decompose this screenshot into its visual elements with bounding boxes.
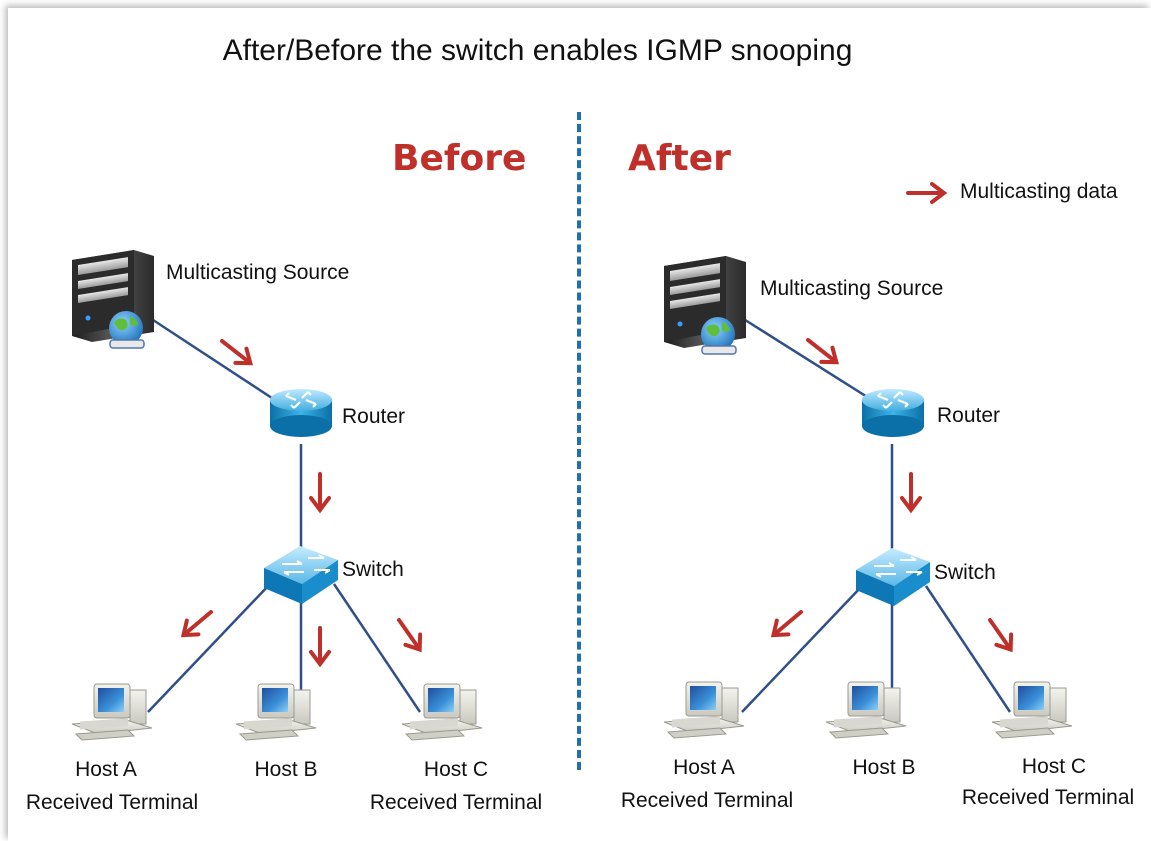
before-host-b-name: Host B xyxy=(254,758,318,781)
after-arrow-router-to-switch xyxy=(900,472,922,512)
before-router-icon xyxy=(268,387,334,439)
after-router-icon xyxy=(860,387,926,439)
before-arrow-to-host-c xyxy=(389,612,430,657)
before-heading: Before xyxy=(392,138,527,179)
before-arrow-to-host-b xyxy=(309,626,331,666)
before-host-c-computer-icon xyxy=(401,683,483,741)
after-arrow-to-host-c xyxy=(980,612,1021,657)
before-host-a-computer-icon xyxy=(71,683,153,741)
after-arrow-source-to-router xyxy=(800,330,844,372)
after-host-a-role: Received Terminal xyxy=(620,789,794,812)
section-divider xyxy=(577,112,581,770)
after-host-c-name: Host C xyxy=(1021,755,1087,778)
legend-label: Multicasting data xyxy=(960,180,1118,203)
before-multicast-source-server-icon xyxy=(71,249,155,349)
before-links xyxy=(147,316,422,713)
before-arrow-to-host-a xyxy=(175,603,219,645)
after-host-a-computer-icon xyxy=(663,681,745,739)
before-host-a-name: Host A xyxy=(75,758,137,781)
before-source-label: Multicasting Source xyxy=(166,261,350,284)
after-arrow-to-host-a xyxy=(765,603,809,645)
after-multicast-source-server-icon xyxy=(663,255,747,355)
before-switch-label: Switch xyxy=(342,558,404,581)
after-host-b-computer-icon xyxy=(825,681,907,739)
before-switch-icon xyxy=(263,545,339,605)
before-router-label: Router xyxy=(342,405,406,428)
after-host-b-name: Host B xyxy=(852,756,916,779)
after-source-label: Multicasting Source xyxy=(760,277,944,300)
after-host-c-computer-icon xyxy=(991,681,1073,739)
before-arrow-router-to-switch xyxy=(309,472,331,512)
legend-arrow-icon xyxy=(906,182,946,204)
after-host-a-name: Host A xyxy=(673,756,735,779)
before-host-b-computer-icon xyxy=(235,683,317,741)
diagram-title: After/Before the switch enables IGMP sno… xyxy=(222,34,853,67)
after-router-label: Router xyxy=(937,404,1001,427)
before-host-c-name: Host C xyxy=(423,758,489,781)
after-host-c-role: Received Terminal xyxy=(961,786,1135,809)
after-heading: After xyxy=(628,138,731,179)
after-links xyxy=(741,316,1012,713)
after-switch-icon xyxy=(855,547,931,607)
before-host-c-role: Received Terminal xyxy=(369,791,543,814)
before-host-a-role: Received Terminal xyxy=(25,791,199,814)
after-switch-label: Switch xyxy=(934,561,996,584)
